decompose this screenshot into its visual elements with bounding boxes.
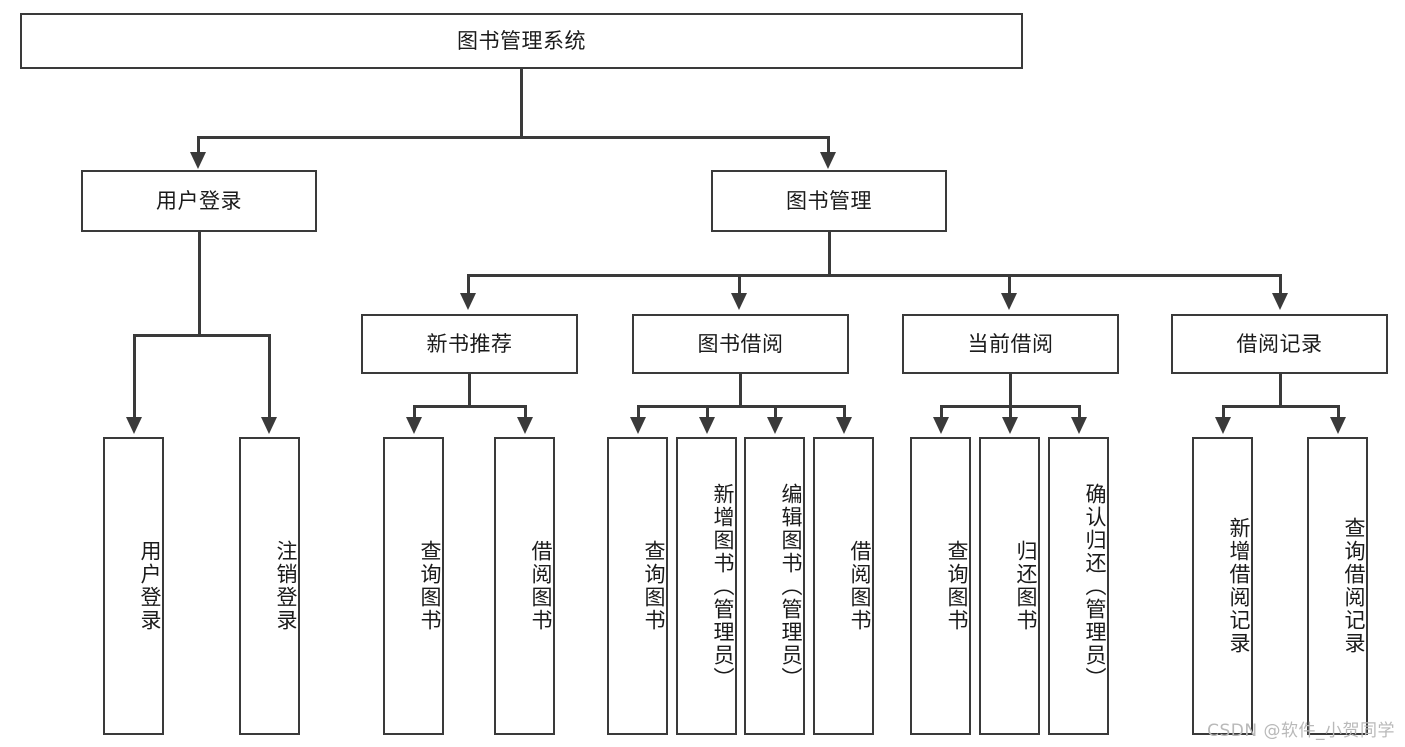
node-label: 新增借阅记录 [1227, 517, 1251, 655]
connector-br-stem [1279, 374, 1282, 407]
node-book-borrow[interactable]: 图书借阅 [632, 314, 849, 374]
connector-cb-stem [1009, 374, 1012, 407]
connector-bb-drop-1 [637, 405, 640, 420]
node-label: 查询图书 [945, 540, 969, 632]
arrowhead-leaf-user-login [126, 417, 142, 434]
node-root-system[interactable]: 图书管理系统 [20, 13, 1023, 69]
node-label: 查询图书 [642, 540, 666, 632]
connector-bm-drop-4 [1279, 274, 1282, 296]
connector-book-management-bar [467, 274, 1281, 277]
connector-bb-drop-3 [774, 405, 777, 420]
node-label: 用户登录 [156, 188, 242, 213]
arrowhead-borrow-record [1272, 293, 1288, 310]
node-label: 图书管理系统 [457, 28, 586, 53]
leaf-borrow-book-1[interactable]: 借阅图书 [494, 437, 555, 735]
connector-user-login-drop-1 [133, 334, 136, 420]
connector-bb-drop-2 [706, 405, 709, 420]
leaf-query-book-2[interactable]: 查询图书 [607, 437, 668, 735]
leaf-query-book-3[interactable]: 查询图书 [910, 437, 971, 735]
connector-bm-drop-1 [467, 274, 470, 296]
connector-bb-drop-4 [843, 405, 846, 420]
connector-root-to-user-login [197, 136, 200, 156]
connector-bb-stem [739, 374, 742, 407]
connector-bm-drop-3 [1008, 274, 1011, 296]
connector-cb-drop-2 [1009, 405, 1012, 420]
leaf-edit-book[interactable]: 编辑图书（管理员） [744, 437, 805, 735]
connector-book-management-stem [828, 232, 831, 276]
connector-br-bar [1222, 405, 1339, 408]
arrowhead-new-book-recommend [460, 293, 476, 310]
leaf-add-book[interactable]: 新增图书（管理员） [676, 437, 737, 735]
connector-nbr-bar [413, 405, 526, 408]
connector-nbr-stem [468, 374, 471, 407]
connector-user-login-bar [133, 334, 270, 337]
connector-user-login-drop-2 [268, 334, 271, 420]
node-label: 归还图书 [1014, 540, 1038, 632]
arrowhead-leaf-query-book-2 [630, 417, 646, 434]
leaf-logout-login[interactable]: 注销登录 [239, 437, 300, 735]
arrowhead-leaf-borrow-book-2 [836, 417, 852, 434]
connector-cb-drop-1 [940, 405, 943, 420]
node-user-login[interactable]: 用户登录 [81, 170, 317, 232]
node-label: 借阅图书 [848, 540, 872, 632]
connector-nbr-drop-2 [524, 405, 527, 420]
node-book-management[interactable]: 图书管理 [711, 170, 947, 232]
arrowhead-leaf-return-book [1002, 417, 1018, 434]
leaf-user-login[interactable]: 用户登录 [103, 437, 164, 735]
node-new-book-recommend[interactable]: 新书推荐 [361, 314, 578, 374]
leaf-add-record[interactable]: 新增借阅记录 [1192, 437, 1253, 735]
connector-bb-bar [637, 405, 846, 408]
arrowhead-leaf-edit-book [767, 417, 783, 434]
node-borrow-record[interactable]: 借阅记录 [1171, 314, 1388, 374]
node-label: 图书借阅 [697, 331, 784, 356]
connector-br-drop-2 [1337, 405, 1340, 420]
leaf-borrow-book-2[interactable]: 借阅图书 [813, 437, 874, 735]
node-label: 查询图书 [418, 540, 442, 632]
node-label: 注销登录 [274, 540, 298, 632]
node-label: 借阅记录 [1236, 331, 1323, 356]
arrowhead-leaf-logout-login [261, 417, 277, 434]
arrowhead-book-management [820, 152, 836, 169]
node-label: 确认归还（管理员） [1083, 482, 1107, 690]
arrowhead-leaf-borrow-book-1 [517, 417, 533, 434]
arrowhead-leaf-query-record [1330, 417, 1346, 434]
leaf-confirm-return[interactable]: 确认归还（管理员） [1048, 437, 1109, 735]
node-label: 借阅图书 [529, 540, 553, 632]
connector-br-drop-1 [1222, 405, 1225, 420]
node-label: 新增图书（管理员） [711, 482, 735, 690]
arrowhead-leaf-add-book [699, 417, 715, 434]
node-label: 新书推荐 [426, 331, 513, 356]
arrowhead-leaf-confirm-return [1071, 417, 1087, 434]
arrowhead-leaf-add-record [1215, 417, 1231, 434]
connector-root-to-book-management [827, 136, 830, 156]
node-current-borrow[interactable]: 当前借阅 [902, 314, 1119, 374]
leaf-query-book-1[interactable]: 查询图书 [383, 437, 444, 735]
arrowhead-current-borrow [1001, 293, 1017, 310]
node-label: 查询借阅记录 [1342, 517, 1366, 655]
leaf-return-book[interactable]: 归还图书 [979, 437, 1040, 735]
leaf-query-record[interactable]: 查询借阅记录 [1307, 437, 1368, 735]
connector-cb-drop-3 [1078, 405, 1081, 420]
node-label: 当前借阅 [967, 331, 1054, 356]
node-label: 图书管理 [786, 188, 872, 213]
connector-root-bar [197, 136, 829, 139]
arrowhead-book-borrow [731, 293, 747, 310]
node-label: 编辑图书（管理员） [779, 482, 803, 690]
arrowhead-user-login [190, 152, 206, 169]
connector-user-login-stem [198, 232, 201, 336]
connector-bm-drop-2 [738, 274, 741, 296]
arrowhead-leaf-query-book-3 [933, 417, 949, 434]
connector-nbr-drop-1 [413, 405, 416, 420]
node-label: 用户登录 [138, 540, 162, 632]
connector-root-stem [520, 69, 523, 138]
arrowhead-leaf-query-book-1 [406, 417, 422, 434]
